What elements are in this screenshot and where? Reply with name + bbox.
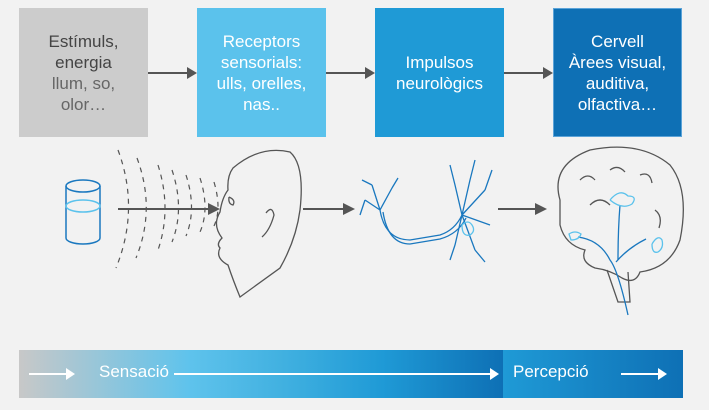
illustrations	[65, 146, 684, 316]
flow-arrow-2	[326, 67, 375, 79]
receptors-title-1: Receptors	[222, 31, 301, 51]
receptors-sub-2: nas..	[243, 94, 280, 114]
receptors-box: Receptors sensorials: ulls, orelles, nas…	[197, 8, 326, 137]
bar-right-segment: Percepció	[503, 350, 683, 398]
stimulus-title-2: energia	[55, 52, 112, 72]
stimulus-sub-2: olor…	[60, 94, 107, 114]
eye-arrowhead-icon	[208, 203, 220, 215]
stimulus-box: Estímuls, energia llum, so, olor…	[19, 8, 148, 137]
neuron-icon	[359, 159, 493, 263]
flow-arrowhead-5	[535, 203, 547, 215]
brain-icon	[557, 146, 684, 303]
brain-title: Cervell	[591, 31, 644, 51]
sensation-perception-bar: Sensació	[19, 350, 503, 398]
receptors-title-2: sensorials:	[220, 52, 303, 72]
stimulus-title-1: Estímuls,	[48, 31, 119, 51]
perception-label: Percepció	[513, 362, 589, 381]
brain-sub-2: auditiva,	[585, 73, 650, 93]
sensation-label: Sensació	[99, 362, 169, 381]
brain-pathways-icon	[568, 192, 664, 316]
flow-arrowhead-4	[343, 203, 355, 215]
brain-sub-3: olfactiva…	[577, 94, 658, 114]
receptors-sub-1: ulls, orelles,	[216, 73, 307, 93]
bar-arrow-1	[29, 368, 75, 380]
human-head-icon	[215, 149, 302, 299]
bar-arrow-2	[174, 368, 499, 380]
brain-box: Cervell Àrees visual, auditiva, olfactiv…	[553, 8, 682, 137]
bar-arrow-3	[621, 368, 667, 380]
impulses-title-2: neurològics	[396, 73, 483, 93]
glass-of-water-icon	[65, 179, 101, 245]
brain-sub-1: Àrees visual,	[568, 52, 667, 72]
flow-arrow-3	[504, 67, 553, 79]
stimulus-sub-1: llum, so,	[51, 73, 116, 93]
impulses-title-1: Impulsos	[405, 52, 474, 72]
impulses-box: Impulsos neurològics	[375, 8, 504, 137]
flow-arrow-1	[148, 67, 197, 79]
